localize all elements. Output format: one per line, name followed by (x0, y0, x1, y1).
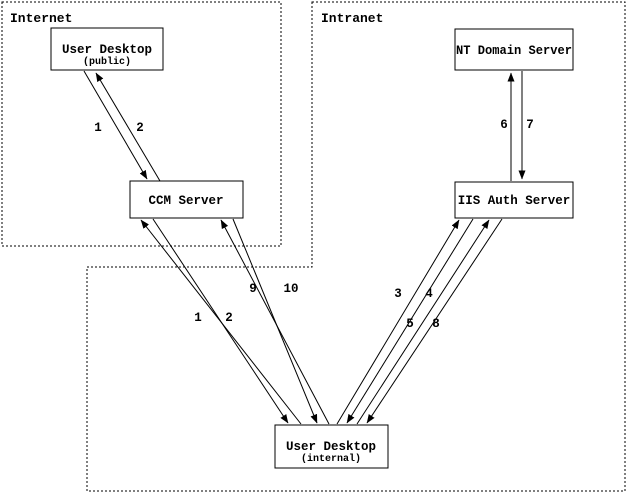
node-iis-auth-server: IIS Auth Server (454, 181, 574, 219)
node-ccm-server: CCM Server (129, 180, 244, 219)
edge-label-2: 2 (136, 121, 144, 135)
internet-zone-border (1, 1, 282, 247)
user-desktop-public-title: User Desktop (62, 43, 152, 57)
user-desktop-internal-subtitle: (internal) (301, 453, 361, 465)
arrow-step5-internal-desktop-to-iis (356, 219, 490, 425)
edge-label-4: 4 (425, 287, 433, 301)
intranet-zone-border (86, 1, 626, 492)
arrow-step10-ccm-to-internal-desktop (232, 218, 318, 424)
arrow-step3-internal-desktop-to-iis (336, 219, 460, 425)
edge-label-10: 10 (283, 282, 298, 296)
iis-auth-server-box (454, 181, 574, 219)
intranet-zone-label: Intranet (321, 11, 383, 26)
arrow-step8-iis-to-internal-desktop (366, 218, 503, 424)
arrow-step2-ccm-to-internal-desktop (152, 218, 289, 424)
arrow-step1-public-desktop-to-ccm (83, 70, 148, 180)
user-desktop-public-box (50, 27, 164, 71)
user-desktop-internal-box (274, 424, 389, 469)
nt-domain-server-title: NT Domain Server (456, 44, 572, 58)
edge-label-7: 7 (526, 118, 534, 132)
ccm-server-title: CCM Server (148, 194, 223, 208)
edge-label-6: 6 (500, 118, 508, 132)
arrow-step4-iis-to-internal-desktop (346, 218, 474, 424)
user-desktop-internal-title: User Desktop (286, 440, 376, 454)
edge-label-1: 1 (94, 121, 102, 135)
node-user-desktop-public: User Desktop (public) (50, 27, 164, 71)
internet-zone-label: Internet (10, 11, 72, 26)
user-desktop-public-subtitle: (public) (83, 56, 131, 68)
iis-auth-server-title: IIS Auth Server (458, 194, 571, 208)
edge-label-9: 9 (249, 282, 257, 296)
node-user-desktop-internal: User Desktop (internal) (274, 424, 389, 469)
edge-label-1b: 1 (194, 311, 202, 325)
ccm-server-box (129, 180, 244, 219)
edge-label-3: 3 (394, 287, 402, 301)
edge-label-5: 5 (406, 317, 414, 331)
edge-label-2b: 2 (225, 311, 233, 325)
nt-domain-server-box (454, 28, 574, 71)
arrow-step2-ccm-to-public-desktop (95, 72, 161, 182)
node-nt-domain-server: NT Domain Server (454, 28, 574, 71)
edge-label-8: 8 (432, 317, 440, 331)
